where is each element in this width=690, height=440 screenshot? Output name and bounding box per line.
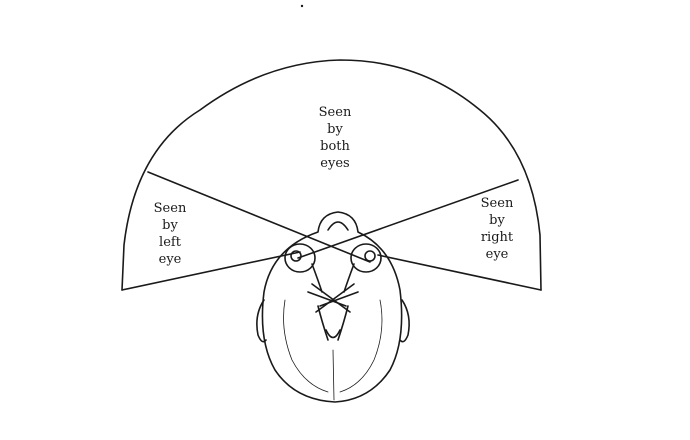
chiasm-fiber-c bbox=[307, 291, 347, 307]
nose bbox=[327, 221, 349, 231]
head-outline bbox=[261, 211, 403, 403]
right-field-lower-edge bbox=[377, 254, 542, 291]
label-seen-by-both-eyes: Seen by both eyes bbox=[318, 105, 352, 171]
right-eye bbox=[350, 243, 382, 273]
right-binocular-boundary bbox=[297, 179, 519, 259]
left-field-lower-edge bbox=[121, 251, 301, 291]
left-eye bbox=[284, 243, 316, 273]
right-pupil bbox=[364, 250, 376, 262]
left-pupil bbox=[290, 250, 302, 262]
left-ear bbox=[256, 299, 267, 343]
brain-fold-left bbox=[283, 299, 329, 393]
chiasm-fiber-a bbox=[311, 283, 351, 313]
brain-fold-right bbox=[339, 299, 383, 393]
label-seen-by-left-eye: Seen by left eye bbox=[153, 201, 187, 267]
chiasm-fiber-d bbox=[319, 291, 359, 307]
label-seen-by-right-eye: Seen by right eye bbox=[480, 196, 514, 262]
chiasm-fiber-b bbox=[315, 283, 355, 313]
brainstem bbox=[325, 329, 341, 339]
midline-fissure bbox=[332, 349, 335, 401]
left-binocular-boundary bbox=[147, 171, 371, 263]
right-ear bbox=[399, 299, 410, 343]
visual-field-arc bbox=[121, 59, 542, 291]
right-optic-tract bbox=[337, 305, 349, 341]
stray-dot bbox=[300, 4, 304, 8]
left-optic-tract bbox=[317, 305, 329, 341]
